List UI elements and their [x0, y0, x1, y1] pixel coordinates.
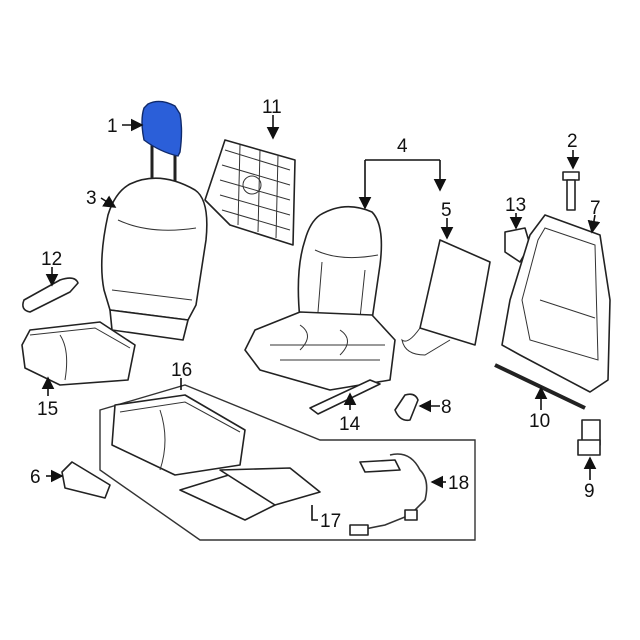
- part-15-seat-cushion[interactable]: [21, 321, 136, 386]
- part-12-trim[interactable]: [22, 277, 79, 313]
- callout-12: 12: [41, 249, 62, 270]
- leader-lines: [41, 115, 601, 521]
- callout-5: 5: [441, 200, 452, 221]
- callout-3: 3: [86, 188, 97, 209]
- group-16-outline: [99, 384, 476, 541]
- callout-4: 4: [397, 136, 408, 157]
- callout-16: 16: [171, 360, 192, 381]
- part-18-wiring-harness[interactable]: [349, 453, 428, 536]
- callout-13: 13: [505, 195, 526, 216]
- part-5-back-panel[interactable]: [401, 239, 491, 356]
- callout-11: 11: [262, 97, 282, 118]
- callout-17: 17: [320, 511, 341, 532]
- part-4-seat-assembly[interactable]: [244, 205, 396, 415]
- callout-1: 1: [107, 116, 118, 137]
- part-9-latch[interactable]: [577, 419, 601, 456]
- callout-2: 2: [567, 131, 578, 152]
- callout-7: 7: [590, 198, 601, 219]
- callout-14: 14: [339, 414, 361, 435]
- callout-6: 6: [30, 467, 41, 488]
- callout-15: 15: [37, 399, 58, 420]
- part-3-seatback-cover[interactable]: [100, 177, 208, 341]
- part-11-seatback-frame[interactable]: [204, 139, 296, 246]
- part-8-handle[interactable]: [394, 393, 419, 422]
- part-7-seatback-frame[interactable]: [501, 214, 611, 393]
- callout-8: 8: [441, 397, 452, 418]
- part-17-heater-mat[interactable]: [179, 467, 321, 521]
- part-16-cushion-pad[interactable]: [111, 394, 246, 476]
- part-2-guide-pin[interactable]: [562, 171, 580, 211]
- part-1-headrest[interactable]: [141, 100, 183, 184]
- part-6-clip[interactable]: [61, 461, 111, 499]
- callout-10: 10: [529, 411, 550, 432]
- callout-9: 9: [584, 481, 595, 502]
- callout-18: 18: [448, 473, 469, 494]
